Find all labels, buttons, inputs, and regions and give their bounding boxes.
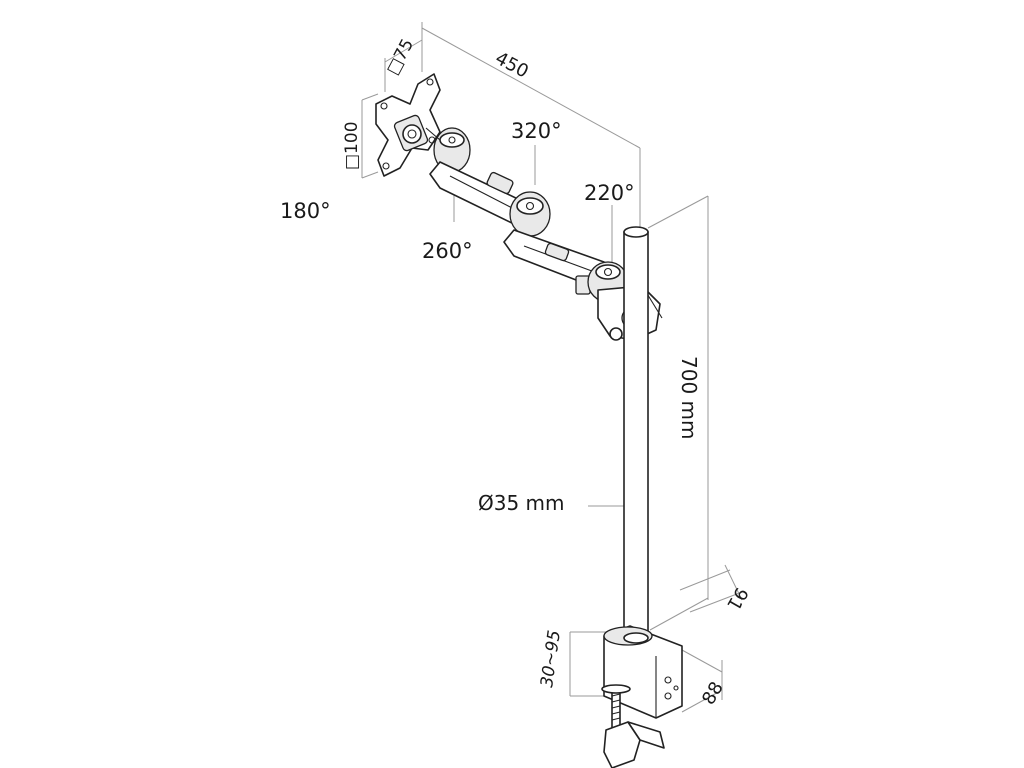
angle-label-320: 320° [511,119,562,143]
desk-clamp [601,625,683,768]
angle-label-180: 180° [280,199,331,223]
vesa-small-label: □75 [383,36,418,79]
dimension-labels: □75 □100 450 180° 260° 320° 220° 700 mm … [280,36,752,709]
pole-height-label: 700 mm [677,356,701,440]
clamp-offset-label: 91 [722,584,752,614]
clamp-width-label: 88 [698,678,728,708]
vesa-plate [375,73,441,177]
arm-joint-two [509,191,551,237]
pole [623,226,649,645]
arm-segment-two [503,229,617,295]
desk-thickness-label: 30~95 [537,629,565,689]
vesa-large-label: □100 [342,121,362,170]
angle-label-220: 220° [584,181,635,205]
angle-label-260: 260° [422,239,473,263]
pole-diameter-label: Ø35 mm [478,491,565,515]
dimension-lines [361,22,743,713]
